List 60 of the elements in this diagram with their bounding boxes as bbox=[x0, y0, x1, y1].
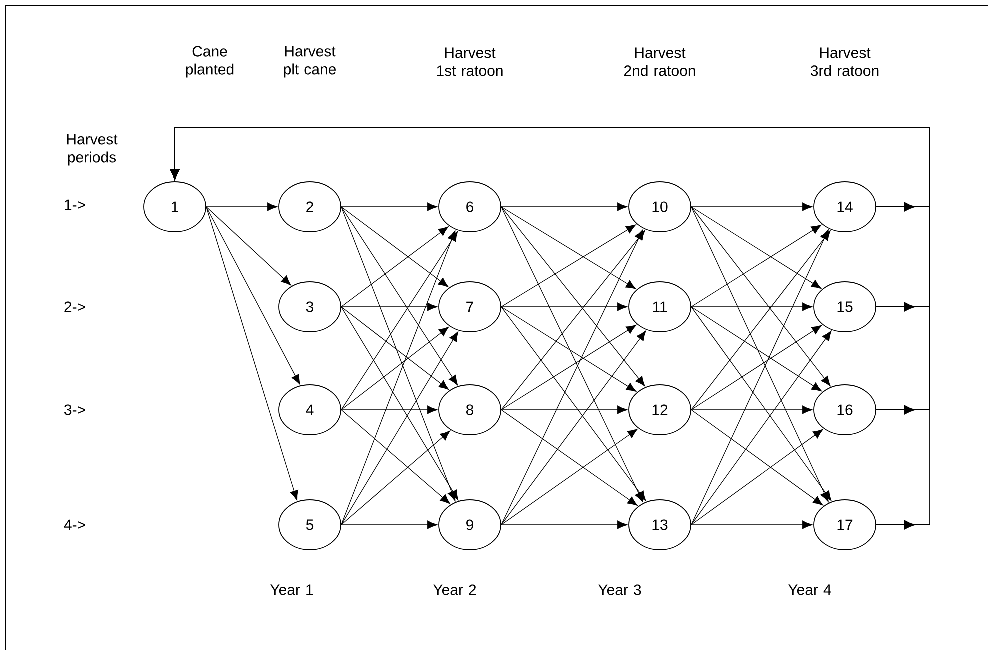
arrow bbox=[691, 302, 813, 312]
arrow bbox=[341, 202, 438, 212]
arrow bbox=[341, 206, 458, 386]
arrow bbox=[691, 406, 813, 414]
period-label: 4-> bbox=[64, 520, 86, 530]
year-label: Year 4 bbox=[788, 584, 832, 596]
arrow bbox=[501, 406, 628, 414]
arrow bbox=[691, 520, 813, 530]
arrow bbox=[501, 429, 638, 526]
arrow bbox=[691, 410, 824, 506]
column-heading: Harvest 2nd ratoon bbox=[624, 48, 696, 76]
arrow bbox=[206, 202, 278, 212]
arrow bbox=[501, 410, 638, 506]
year-label: Year 3 bbox=[598, 584, 642, 596]
arrow bbox=[341, 410, 450, 504]
arrow bbox=[206, 206, 292, 286]
arrow bbox=[691, 306, 822, 392]
arrow bbox=[341, 306, 459, 500]
arrow bbox=[691, 325, 822, 410]
axis-title: Harvest periods bbox=[67, 134, 118, 166]
period-label: 3-> bbox=[64, 404, 86, 416]
arrow bbox=[691, 429, 824, 526]
arrow bbox=[501, 330, 646, 526]
arrow bbox=[341, 306, 450, 390]
arrow bbox=[341, 206, 449, 288]
arrow bbox=[341, 430, 450, 526]
year-label: Year 1 bbox=[270, 584, 314, 596]
column-heading: Harvest 1st ratoon bbox=[437, 48, 503, 76]
period-label: 2-> bbox=[64, 302, 86, 312]
arrow bbox=[206, 206, 298, 501]
arrow bbox=[691, 330, 832, 526]
arrow bbox=[501, 325, 637, 410]
arrow bbox=[341, 332, 459, 526]
arrow bbox=[501, 206, 636, 290]
arrow bbox=[691, 206, 831, 386]
column-heading: Harvest plt cane bbox=[284, 46, 336, 78]
arrow bbox=[341, 326, 450, 410]
arrow bbox=[341, 302, 438, 312]
arrow bbox=[501, 302, 628, 312]
feedback-arrow bbox=[170, 128, 930, 530]
arrow bbox=[691, 306, 832, 502]
arrow bbox=[341, 206, 456, 502]
arrow bbox=[341, 226, 449, 308]
column-heading: Harvest 3rd ratoon bbox=[810, 48, 879, 76]
arrow bbox=[501, 224, 636, 308]
arrow bbox=[501, 306, 646, 502]
arrow bbox=[206, 206, 300, 385]
arrow bbox=[341, 230, 456, 526]
column-heading: Cane planted bbox=[186, 46, 234, 78]
year-label: Year 2 bbox=[434, 584, 476, 596]
arrow bbox=[691, 202, 813, 212]
arrow bbox=[691, 225, 822, 308]
arrow bbox=[341, 520, 438, 530]
arrow bbox=[501, 206, 646, 387]
period-label: 1-> bbox=[65, 200, 86, 210]
arrow bbox=[501, 520, 628, 530]
arrow bbox=[691, 206, 822, 289]
arrow bbox=[501, 306, 637, 392]
arrow bbox=[501, 202, 628, 212]
arrow bbox=[341, 406, 438, 414]
